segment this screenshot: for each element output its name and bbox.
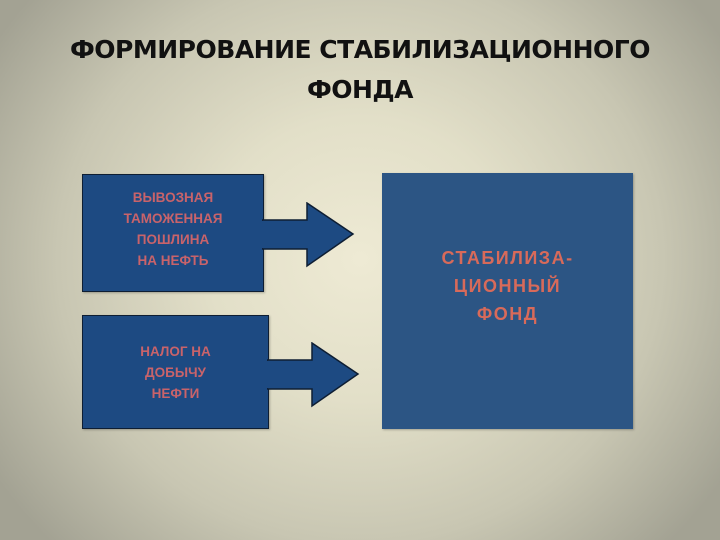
arrow-right-icon — [262, 202, 355, 268]
target-line-1: СТАБИЛИЗА- — [441, 248, 574, 268]
source-1-line-2: ТАМОЖЕННАЯ — [123, 211, 223, 226]
source-1-line-1: ВЫВОЗНАЯ — [132, 190, 214, 205]
source-2-line-3: НЕФТИ — [151, 385, 200, 401]
source-box-export-duty: ВЫВОЗНАЯ ТАМОЖЕННАЯ ПОШЛИНА НА НЕФТЬ — [82, 174, 264, 292]
source-1-line-3: ПОШЛИНА — [136, 232, 210, 247]
source-box-extraction-tax: НАЛОГ НА ДОБЫЧУ НЕФТИ — [82, 315, 269, 429]
arrow-right-icon — [267, 342, 360, 408]
title-line-1: ФОРМИРОВАНИЕ СТАБИЛИЗАЦИОННОГО — [70, 35, 650, 64]
target-line-3: ФОНД — [476, 304, 539, 324]
title-line-2: ФОНДА — [306, 75, 414, 104]
source-2-line-2: ДОБЫЧУ — [145, 364, 206, 380]
source-1-line-4: НА НЕФТЬ — [137, 253, 209, 268]
target-box-stabilization-fund: СТАБИЛИЗА- ЦИОННЫЙ ФОНД — [382, 173, 633, 429]
slide-title: ФОРМИРОВАНИЕ СТАБИЛИЗАЦИОННОГО ФОНДА — [0, 30, 720, 110]
target-line-2: ЦИОННЫЙ — [453, 276, 562, 296]
source-2-line-1: НАЛОГ НА — [140, 343, 211, 359]
